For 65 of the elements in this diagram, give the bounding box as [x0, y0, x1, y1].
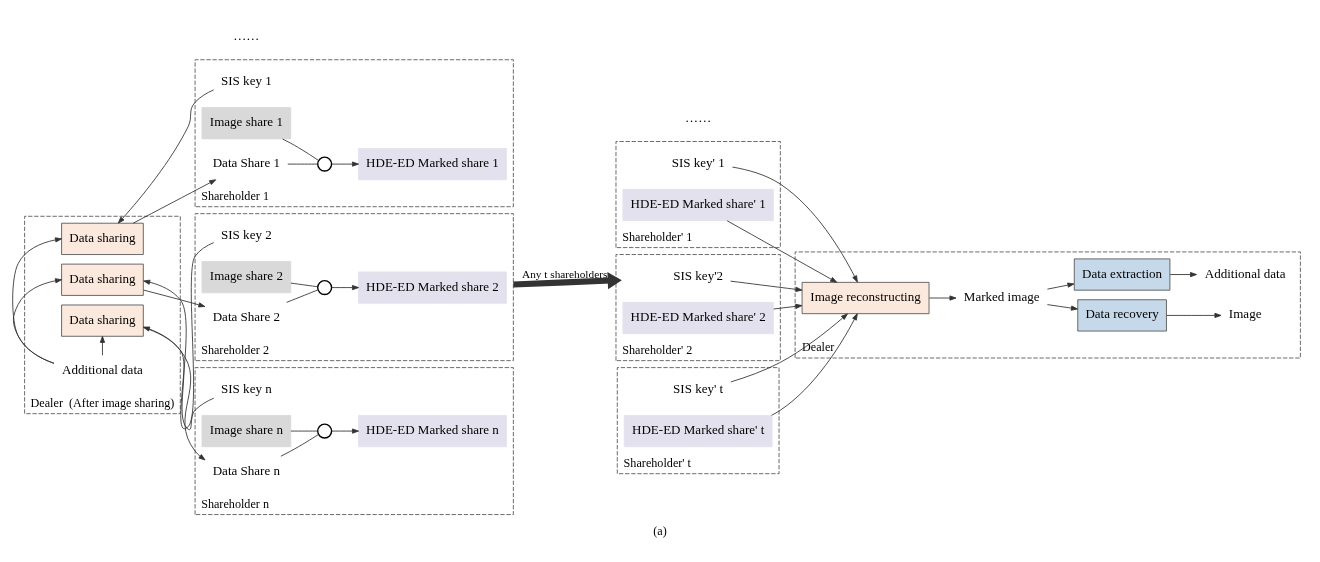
node-text: Data Share 1 [212, 154, 281, 170]
node-box: Data sharing [61, 222, 144, 255]
arrow [1046, 282, 1075, 290]
node-box: Image share 1 [201, 106, 292, 139]
arrow [132, 178, 217, 224]
arrow [143, 326, 215, 430]
node-box: HDE-ED Marked share 2 [358, 271, 507, 304]
node-box: Image share n [201, 414, 292, 447]
node-box: Data recovery [1077, 298, 1167, 331]
node-text: SIS key 1 [221, 72, 272, 88]
label: …… [233, 27, 260, 43]
arrow [928, 294, 957, 301]
node-box: Data sharing [61, 263, 144, 296]
node-text: Data Share n [212, 462, 281, 478]
caption: (a) [653, 523, 667, 538]
node-box: HDE-ED Marked share 1 [358, 147, 507, 180]
arrow [143, 326, 206, 460]
node-text: SIS key' 1 [671, 154, 725, 170]
arrow [117, 88, 215, 223]
arrow [730, 280, 803, 292]
arrow [99, 335, 105, 356]
arrow [730, 312, 848, 382]
label: …… [685, 109, 712, 125]
node-text: SIS key' t [673, 380, 724, 396]
node-box: Data extraction [1073, 257, 1171, 291]
arrow [726, 219, 838, 283]
arrow [143, 289, 206, 307]
connector [280, 433, 319, 457]
node-box: Data sharing [61, 304, 144, 337]
edge-label: Any t shareholders [521, 267, 608, 280]
connector [290, 282, 319, 287]
node-box: Image reconstructing [801, 281, 930, 314]
node-box: HDE-ED Marked share n [358, 414, 507, 447]
arrow [513, 271, 622, 289]
arrow [1169, 271, 1197, 277]
node-text: SIS key'2 [673, 267, 724, 283]
arrow [143, 241, 215, 429]
arrow [331, 161, 359, 167]
connector [287, 163, 318, 165]
node-text: Additional data [62, 361, 143, 377]
node-box: HDE-ED Marked share' 2 [622, 301, 774, 334]
node-circle [317, 279, 333, 295]
node-box: Image share 2 [201, 260, 292, 293]
arrow [731, 166, 858, 282]
arrow [12, 277, 62, 364]
node-circle [317, 422, 333, 439]
node-text: SIS key n [221, 380, 272, 396]
node-text: Marked image [963, 288, 1040, 304]
node-text: Image [1228, 305, 1262, 321]
node-circle [317, 155, 333, 172]
arrow [1046, 303, 1078, 311]
arrow [1166, 312, 1222, 318]
connector [290, 430, 319, 431]
arrow [331, 284, 359, 290]
node-text: Data Share 2 [212, 308, 281, 324]
arrow [773, 303, 803, 309]
node-box: HDE-ED Marked share' t [623, 414, 773, 447]
arrow [12, 236, 62, 364]
node-text: SIS key 2 [221, 226, 272, 242]
node-box: HDE-ED Marked share' 1 [622, 188, 774, 221]
arrow [331, 428, 359, 434]
connector [286, 288, 319, 303]
node-text: Additional data [1204, 265, 1286, 281]
connector [282, 138, 319, 161]
arrow [771, 312, 858, 416]
